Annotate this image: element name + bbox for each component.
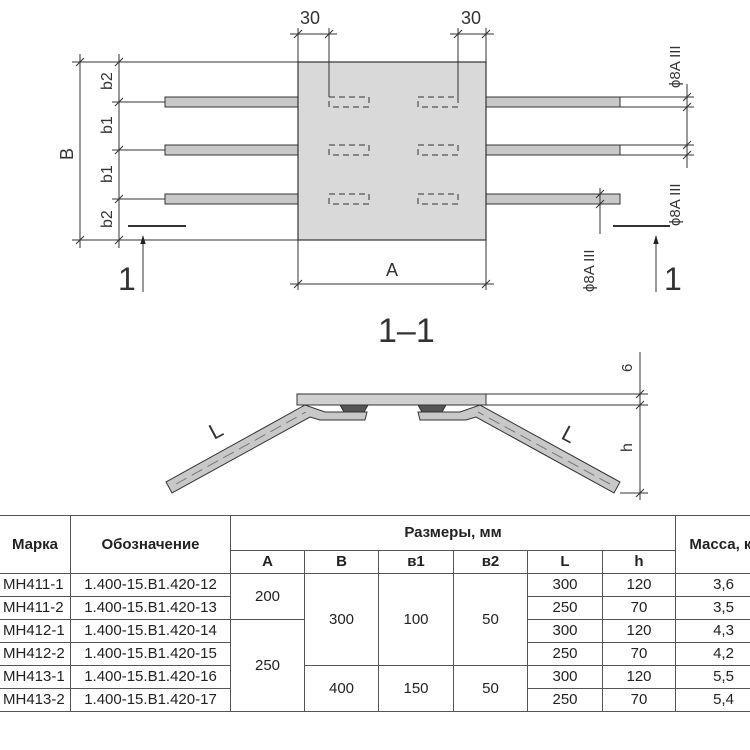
section-view (165, 352, 648, 500)
leg-left-L-label: L (205, 417, 228, 445)
rebar-left-2 (164, 144, 300, 156)
section-mark-left-label: 1 (118, 261, 136, 297)
cell-mass: 3,6 (675, 573, 750, 597)
rebar-left-1 (164, 96, 300, 108)
dim-A-label: A (386, 260, 398, 280)
cell-mass: 4,2 (675, 642, 750, 666)
cell-b1: 150 (378, 665, 454, 712)
dim-b1-lower-label: b1 (99, 165, 116, 183)
cell-h: 120 (601, 665, 677, 689)
cell-L: 300 (527, 619, 603, 643)
table-row: МН413-2 1.400-15.B1.420-17 250 70 5,4 (0, 688, 750, 712)
dim-30-right-label: 30 (461, 8, 481, 28)
cell-designation: 1.400-15.B1.420-14 (70, 619, 231, 643)
header-designation: Обозначение (70, 515, 231, 574)
cell-mark: МН413-1 (0, 665, 71, 689)
dim-bottom-A (290, 240, 494, 290)
dim-b2-bottom-label: b2 (99, 210, 116, 228)
dim-30-left-label: 30 (300, 8, 320, 28)
anchor-leg-left (165, 404, 368, 494)
cell-h: 120 (601, 619, 677, 643)
header-mark: Марка (0, 515, 71, 574)
anchor-leg-right (417, 404, 621, 494)
dim-h-label: h (619, 443, 636, 452)
header-mass: Масса, кг (675, 515, 750, 574)
section-title: 1–1 (378, 312, 435, 350)
cell-L: 300 (527, 665, 603, 689)
header-h: h (601, 550, 677, 574)
dim-B-label: B (57, 148, 77, 160)
cell-mark: МН413-2 (0, 688, 71, 712)
cell-A: 250 (230, 619, 305, 712)
rebar-label-top: ϕ8A III (667, 45, 684, 88)
header-b2: в2 (453, 550, 528, 574)
header-A: A (230, 550, 305, 574)
dim-section-right (486, 352, 648, 500)
header-L: L (527, 550, 603, 574)
cell-designation: 1.400-15.B1.420-17 (70, 688, 231, 712)
dim-thickness-label: 6 (619, 364, 636, 372)
rebar-right-1 (484, 96, 621, 108)
cell-mark: МН411-2 (0, 596, 71, 620)
table-row: МН412-2 1.400-15.B1.420-15 250 70 4,2 (0, 642, 750, 666)
table-row: МН413-1 1.400-15.B1.420-16 400 150 50 30… (0, 665, 750, 712)
weld-left (339, 404, 369, 413)
spec-table: Марка Обозначение Размеры, мм Масса, кг … (0, 515, 750, 712)
header-dimensions: Размеры, мм (229, 515, 677, 551)
cell-h: 70 (601, 642, 677, 666)
cell-mass: 4,3 (675, 619, 750, 643)
rebar-right-2 (484, 144, 621, 156)
header-B: B (304, 550, 379, 574)
dim-right-rebar (595, 84, 694, 234)
rebar-label-right: ϕ8A III (667, 183, 684, 226)
cell-mark: МН411-1 (0, 573, 71, 597)
dim-b2-top-label: b2 (99, 72, 116, 90)
cell-b1: 100 (378, 573, 454, 666)
cell-designation: 1.400-15.B1.420-16 (70, 665, 231, 689)
cell-h: 70 (601, 596, 677, 620)
dim-top-30 (290, 28, 494, 97)
cell-A: 200 (230, 573, 305, 620)
rebar-label-bottom: ϕ8A III (581, 249, 598, 292)
leg-right-L-label: L (558, 420, 581, 448)
cell-designation: 1.400-15.B1.420-12 (70, 573, 231, 597)
cell-h: 70 (601, 688, 677, 712)
dim-b1-upper-label: b1 (99, 116, 116, 134)
header-b1: в1 (378, 550, 454, 574)
cell-B: 300 (304, 573, 379, 666)
cell-mass: 5,4 (675, 688, 750, 712)
cell-h: 120 (601, 573, 677, 597)
section-mark-right (613, 225, 670, 292)
cell-L: 300 (527, 573, 603, 597)
section-mark-left (128, 225, 186, 292)
hidden-bar-ends (328, 96, 459, 205)
dim-left-chain (72, 54, 298, 248)
cell-mark: МН412-2 (0, 642, 71, 666)
section-plate (296, 393, 487, 406)
cell-designation: 1.400-15.B1.420-13 (70, 596, 231, 620)
cell-designation: 1.400-15.B1.420-15 (70, 642, 231, 666)
cell-L: 250 (527, 596, 603, 620)
cell-B: 400 (304, 665, 379, 712)
plan-view (72, 28, 694, 292)
cell-mass: 3,5 (675, 596, 750, 620)
cell-mass: 5,5 (675, 665, 750, 689)
weld-right (417, 404, 447, 413)
cell-L: 250 (527, 688, 603, 712)
cell-b2: 50 (453, 573, 528, 666)
table-row: МН411-2 1.400-15.B1.420-13 250 70 3,5 (0, 596, 750, 620)
technical-drawing: 30 30 B b2 b1 b1 b2 A ϕ8A III ϕ8A III ϕ8… (57, 8, 694, 500)
cell-L: 250 (527, 642, 603, 666)
rebar-left-3 (164, 193, 300, 205)
table-row: МН411-1 1.400-15.B1.420-12 200 300 100 5… (0, 573, 750, 666)
cell-mark: МН412-1 (0, 619, 71, 643)
cell-b2: 50 (453, 665, 528, 712)
section-mark-right-label: 1 (664, 261, 682, 297)
